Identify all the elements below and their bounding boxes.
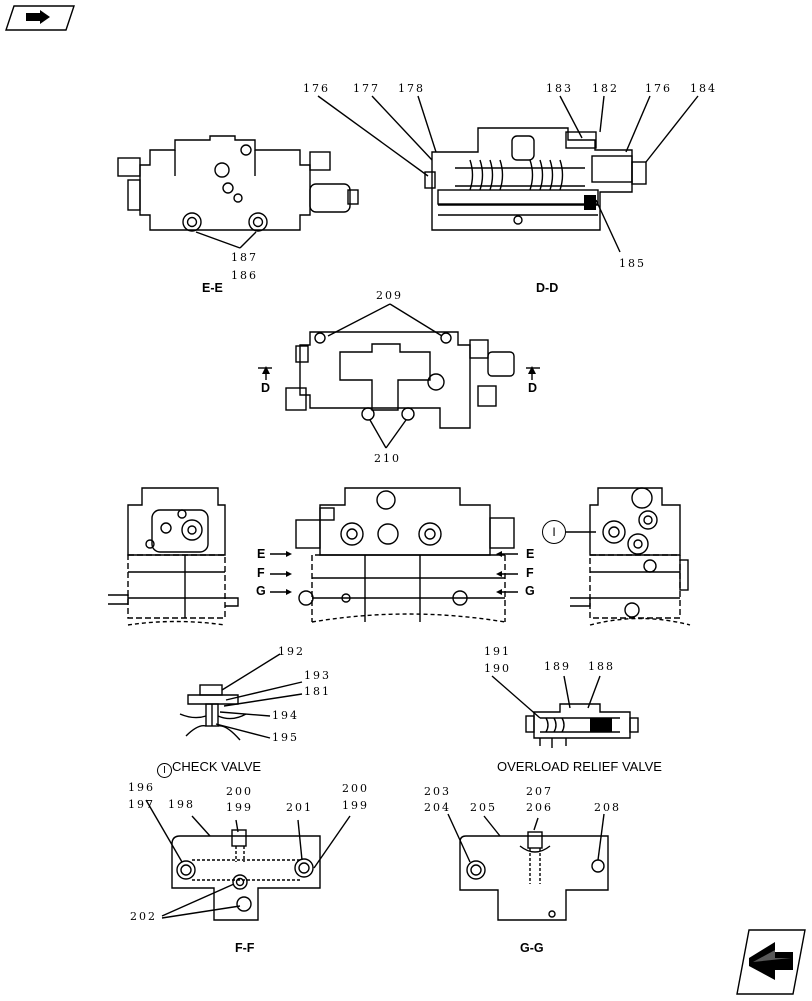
prev-page-button[interactable] xyxy=(4,4,76,32)
view-caption-gg: G-G xyxy=(520,941,544,955)
part-label: 198 xyxy=(168,798,195,811)
view-ee-drawing xyxy=(117,135,359,249)
view-dd-drawing xyxy=(317,95,699,253)
detail-marker-circle: I xyxy=(157,763,172,778)
part-label: 199 xyxy=(342,799,369,812)
part-label: 184 xyxy=(690,82,717,95)
part-label: 195 xyxy=(272,731,299,744)
forward-arrow-icon xyxy=(736,929,806,995)
part-label: 185 xyxy=(619,257,646,270)
part-label: 176 xyxy=(645,82,672,95)
section-marker-e-right: E xyxy=(526,547,535,561)
detail-marker-text: I xyxy=(552,525,556,539)
view-ff-drawing xyxy=(145,799,351,921)
part-label: 191 xyxy=(484,645,511,658)
check-valve-drawing xyxy=(179,653,303,741)
view-top-drawing xyxy=(258,303,540,449)
part-label: 207 xyxy=(526,785,553,798)
view-caption-ff: F-F xyxy=(235,941,255,955)
view-left-side-drawing xyxy=(108,487,239,626)
part-label: 206 xyxy=(526,801,553,814)
part-label: 187 xyxy=(231,251,258,264)
part-label: 204 xyxy=(424,801,451,814)
section-marker-f-left: F xyxy=(257,566,265,580)
overload-relief-valve-title: OVERLOAD RELIEF VALVE xyxy=(497,759,662,774)
part-label: 189 xyxy=(544,660,571,673)
next-page-button[interactable] xyxy=(735,928,807,996)
back-arrow-icon xyxy=(5,5,75,31)
detail-marker-circle: I xyxy=(542,520,566,544)
section-marker-e-left: E xyxy=(257,547,266,561)
part-label: 194 xyxy=(272,709,299,722)
view-caption-ee: E-E xyxy=(202,281,223,295)
part-label: 197 xyxy=(128,798,155,811)
check-valve-title: I CHECK VALVE xyxy=(157,759,261,778)
section-marker-d-left: D xyxy=(261,381,271,395)
section-marker-d-right: D xyxy=(528,381,538,395)
part-label: 199 xyxy=(226,801,253,814)
view-caption-dd: D-D xyxy=(536,281,559,295)
part-label: 178 xyxy=(398,82,425,95)
view-gg-drawing xyxy=(447,813,609,921)
part-label: 181 xyxy=(304,685,331,698)
check-valve-title-text: CHECK VALVE xyxy=(172,759,262,774)
part-label: 202 xyxy=(130,910,157,923)
part-label: 186 xyxy=(231,269,258,282)
view-front-drawing xyxy=(270,487,596,623)
part-label: 192 xyxy=(278,645,305,658)
part-label: 201 xyxy=(286,801,313,814)
part-label: 190 xyxy=(484,662,511,675)
part-label: 177 xyxy=(353,82,380,95)
part-label: 200 xyxy=(342,782,369,795)
detail-marker-text: I xyxy=(163,765,166,776)
part-label: 205 xyxy=(470,801,497,814)
section-marker-g-left: G xyxy=(256,584,266,598)
overload-relief-valve-drawing xyxy=(491,675,639,748)
part-label: 209 xyxy=(376,289,403,302)
view-right-side-drawing xyxy=(570,487,691,626)
part-label: 203 xyxy=(424,785,451,798)
section-marker-g-right: G xyxy=(525,584,535,598)
part-label: 182 xyxy=(592,82,619,95)
part-label: 176 xyxy=(303,82,330,95)
part-label: 188 xyxy=(588,660,615,673)
part-label: 200 xyxy=(226,785,253,798)
part-label: 196 xyxy=(128,781,155,794)
part-label: 208 xyxy=(594,801,621,814)
part-label: 210 xyxy=(374,452,401,465)
part-label: 183 xyxy=(546,82,573,95)
section-marker-f-right: F xyxy=(526,566,534,580)
part-label: 193 xyxy=(304,669,331,682)
